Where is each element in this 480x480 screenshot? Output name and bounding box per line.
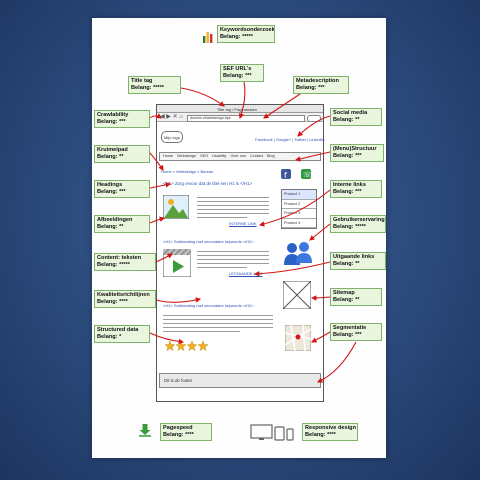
text-line	[197, 255, 269, 256]
h2-heading: <H2> Subheading met secundaire keywords …	[163, 239, 254, 244]
text-line	[163, 315, 273, 316]
users-icon	[284, 242, 312, 265]
text-line	[197, 197, 269, 198]
text-line	[197, 251, 269, 252]
search-field	[307, 114, 321, 122]
external-link: UITGAANDE LINK	[229, 271, 263, 276]
text-line	[163, 319, 273, 320]
text-line	[163, 331, 240, 332]
product-item[interactable]: Product 2	[282, 199, 316, 209]
nav-item-contact[interactable]: Contact	[249, 154, 263, 158]
rating-stars	[165, 341, 209, 351]
svg-text:☏: ☏	[303, 171, 311, 179]
logo-placeholder: Mijn logo	[161, 131, 183, 143]
sitemap-placeholder	[283, 281, 311, 309]
nav-item-webdesign[interactable]: Webdesign	[177, 154, 197, 158]
bar-chart-icon	[203, 32, 213, 43]
phone-icon: ☏	[301, 169, 311, 179]
nav-item-usability[interactable]: Usability	[212, 154, 227, 158]
image-placeholder	[163, 195, 189, 219]
url-field: domein.nl/webdesign-tips	[187, 114, 305, 122]
h2-heading-2: <H2> Subheading met secundaire keywords …	[163, 303, 254, 308]
nav-item-home[interactable]: Home	[163, 154, 174, 158]
wireframe-browser-window: Title tag / Paginanaam ◀ ▶ ✕ ⌂ domein.nl…	[156, 104, 324, 402]
breadcrumb: Home » Webdesign » Bureau	[161, 169, 214, 174]
social-links: Facebook | Google+ | Twitter | LinkedIn	[255, 137, 325, 142]
text-line	[163, 327, 273, 328]
devices-icon	[250, 424, 294, 441]
nav-buttons-icon: ◀ ▶ ✕ ⌂	[160, 114, 183, 120]
facebook-icon: f	[281, 169, 291, 179]
text-line	[197, 201, 269, 202]
product-item[interactable]: Product 4	[282, 218, 316, 228]
nav-item-seo[interactable]: SEO	[200, 154, 209, 158]
text-line	[163, 323, 273, 324]
svg-text:f: f	[284, 171, 287, 179]
window-title: Title tag / Paginanaam	[217, 106, 257, 112]
map-placeholder	[285, 325, 311, 351]
download-icon	[139, 424, 151, 437]
nav-item-blog[interactable]: Blog	[266, 154, 275, 158]
internal-link: INTERNE LINK	[229, 221, 257, 226]
product-item[interactable]: Product 3	[282, 209, 316, 219]
text-line	[197, 205, 269, 206]
text-line	[197, 209, 269, 210]
nav-item-over-ons[interactable]: Over ons	[230, 154, 246, 158]
window-titlebar: Title tag / Paginanaam	[157, 105, 323, 113]
text-line	[197, 217, 248, 218]
text-line	[197, 263, 269, 264]
h1-heading: <H1> Zorg ervoor dat de titel een H1 is …	[163, 181, 253, 186]
text-line	[197, 267, 248, 268]
product-item[interactable]: Product 1	[282, 190, 316, 200]
text-line	[197, 213, 269, 214]
text-line	[197, 259, 269, 260]
